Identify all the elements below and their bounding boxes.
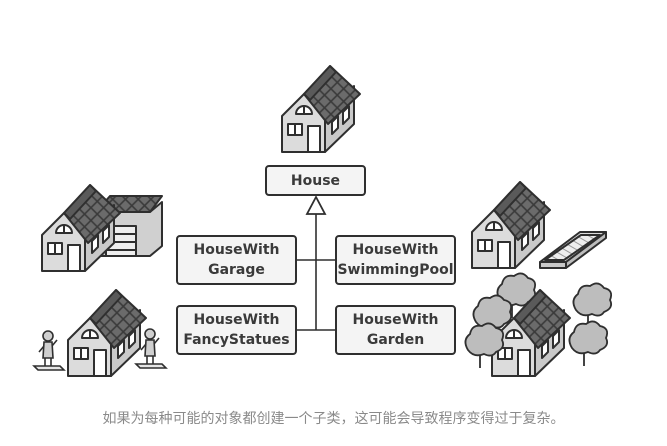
house-with-garden-illustration	[464, 272, 613, 377]
class-box-house-with-garage: HouseWith Garage	[176, 235, 297, 285]
class-box-house-with-swimming-pool: HouseWith SwimmingPool	[335, 235, 456, 285]
class-name-line2: Garage	[208, 262, 265, 278]
class-box-house: House	[265, 165, 366, 196]
class-box-house-with-garden: HouseWith Garden	[335, 305, 456, 355]
class-name-line1: HouseWith	[352, 312, 439, 328]
inheritance-connectors	[297, 214, 335, 331]
class-name-line2: FancyStatues	[183, 332, 290, 348]
class-name-house: House	[290, 172, 341, 189]
house-with-statues-illustration	[33, 289, 167, 377]
house-with-garage-illustration	[41, 184, 163, 272]
inheritance-arrowhead	[305, 195, 327, 215]
class-name-line1: HouseWith	[193, 312, 280, 328]
house-with-pool-illustration	[471, 181, 607, 269]
figure-caption: 如果为每种可能的对象都创建一个子类，这可能会导致程序变得过于复杂。	[102, 411, 565, 427]
class-name-line2: SwimmingPool	[337, 262, 454, 278]
class-name-line1: HouseWith	[193, 242, 280, 258]
house-illustration	[281, 65, 361, 153]
class-name-line2: Garden	[366, 332, 425, 348]
class-box-house-with-fancy-statues: HouseWith FancyStatues	[176, 305, 297, 355]
class-name-line1: HouseWith	[352, 242, 439, 258]
